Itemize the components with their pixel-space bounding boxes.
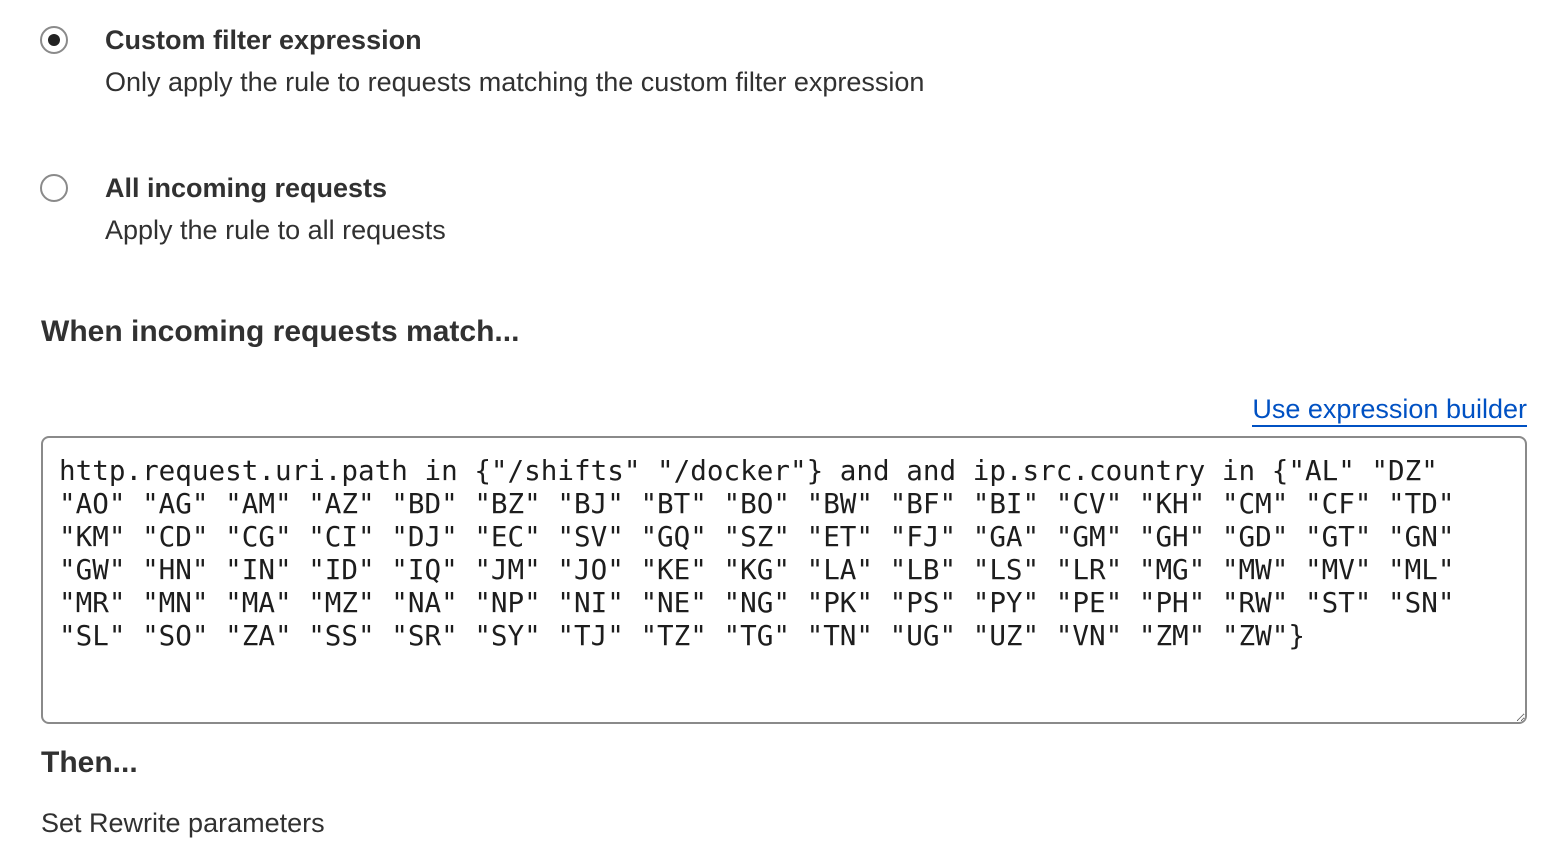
then-heading: Then... bbox=[41, 746, 138, 779]
use-expression-builder-link[interactable]: Use expression builder bbox=[1252, 393, 1527, 427]
radio-description: Apply the rule to all requests bbox=[105, 215, 446, 245]
expression-editor[interactable]: http.request.uri.path in {"/shifts" "/do… bbox=[41, 436, 1527, 724]
radio-custom-filter[interactable] bbox=[40, 26, 68, 54]
match-heading: When incoming requests match... bbox=[41, 315, 520, 348]
radio-title: Custom filter expression bbox=[105, 25, 422, 55]
radio-description: Only apply the rule to requests matching… bbox=[105, 67, 925, 97]
radio-option-custom-filter[interactable]: Custom filter expression Only apply the … bbox=[40, 24, 924, 98]
radio-all-requests[interactable] bbox=[40, 174, 68, 202]
action-label: Set Rewrite parameters bbox=[41, 808, 325, 838]
radio-title: All incoming requests bbox=[105, 173, 388, 203]
radio-option-all-requests[interactable]: All incoming requests Apply the rule to … bbox=[40, 172, 446, 246]
